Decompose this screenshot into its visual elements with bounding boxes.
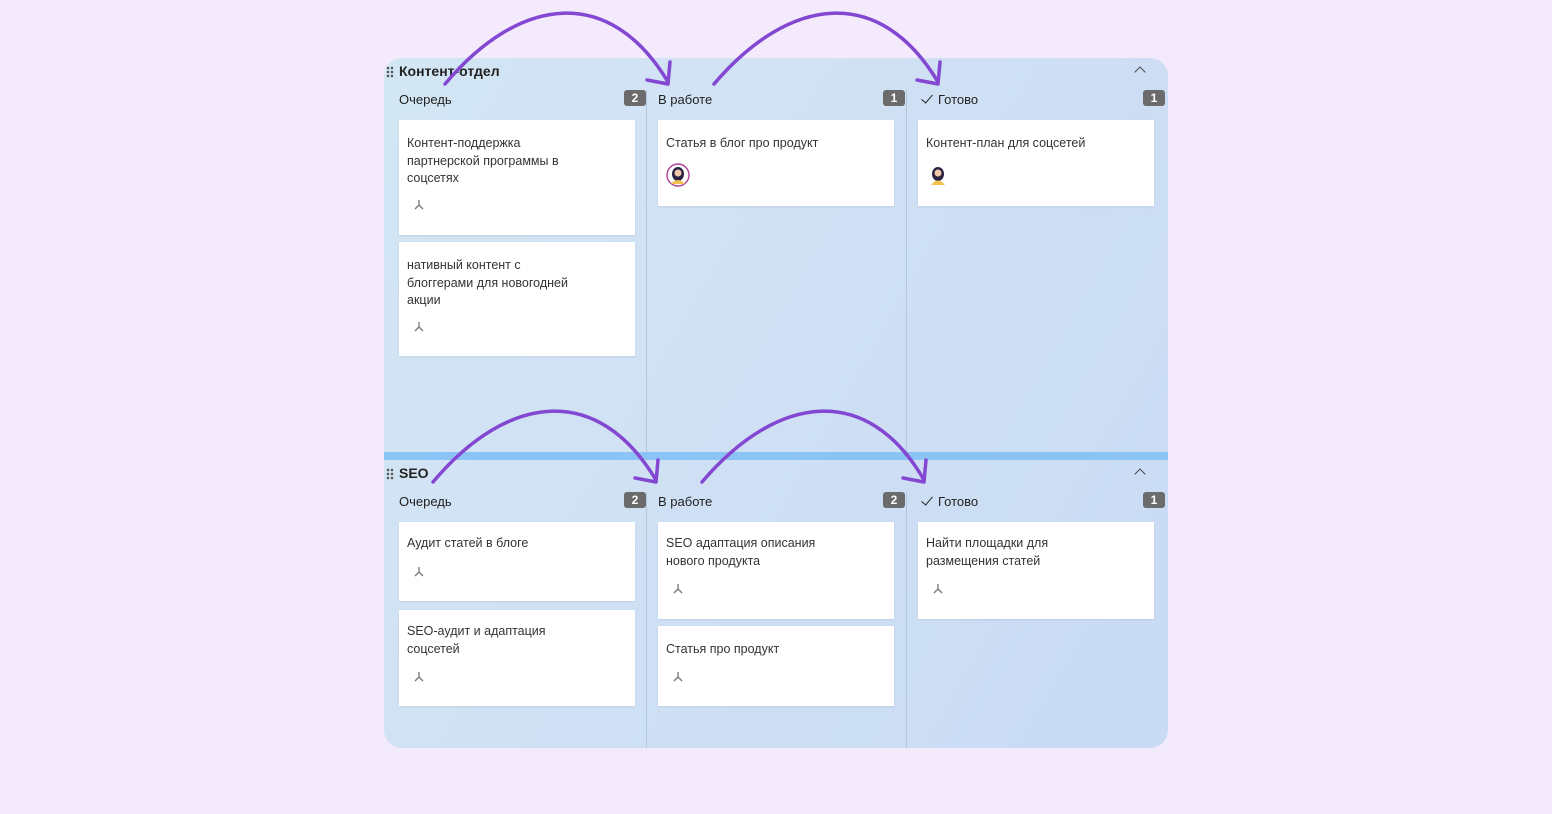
task-title: SEO адаптация описания нового продукта: [666, 536, 816, 568]
count-badge: 1: [1143, 90, 1165, 106]
task-card[interactable]: SEO-аудит и адаптация соцсетей: [399, 610, 635, 706]
column-title: Очередь: [399, 494, 452, 509]
swimlane-header[interactable]: SEO: [384, 460, 1168, 486]
chevron-up-icon[interactable]: [1134, 468, 1146, 480]
task-card[interactable]: нативный контент с блоггерами для нового…: [399, 242, 635, 356]
drag-handle-icon[interactable]: [386, 468, 394, 480]
swimlane-title: SEO: [399, 465, 429, 481]
subtasks-icon: [933, 584, 943, 594]
column-in-progress: В работе 2 SEO адаптация описания нового…: [658, 492, 905, 748]
chevron-up-icon[interactable]: [1134, 66, 1146, 78]
column-title: Готово: [938, 494, 979, 509]
task-title: SEO-аудит и адаптация соцсетей: [407, 624, 546, 656]
kanban-board: Контент-отдел Очередь 2 Контент-поддержк…: [384, 58, 1168, 748]
task-card[interactable]: Аудит статей в блоге: [399, 522, 635, 601]
task-title: Аудит статей в блоге: [407, 536, 529, 550]
column-divider: [646, 492, 647, 748]
subtasks-icon: [414, 567, 424, 577]
task-card[interactable]: Статья в блог про продукт: [658, 120, 894, 206]
count-badge: 1: [1143, 492, 1165, 508]
task-card[interactable]: Статья про продукт: [658, 626, 894, 706]
task-title: Статья в блог про продукт: [666, 136, 819, 150]
column-in-progress: В работе 1 Статья в блог про продукт: [658, 90, 905, 452]
drag-handle-icon[interactable]: [386, 66, 394, 78]
column-header: Очередь 2: [399, 90, 646, 112]
swimlane-divider: [384, 452, 1168, 460]
task-card[interactable]: SEO адаптация описания нового продукта: [658, 522, 894, 619]
avatar[interactable]: [926, 163, 950, 187]
count-badge: 1: [883, 90, 905, 106]
column-title: Готово: [938, 92, 979, 107]
task-title: Найти площадки для размещения статей: [926, 536, 1049, 568]
column-header: Очередь 2: [399, 492, 646, 514]
count-badge: 2: [624, 492, 646, 508]
column-divider: [646, 90, 647, 452]
column-queue: Очередь 2 Аудит статей в блоге SEO-аудит…: [399, 492, 646, 748]
check-icon: [921, 493, 933, 506]
column-title: Очередь: [399, 92, 452, 107]
column-header: Готово 1: [918, 90, 1165, 112]
swimlane-header[interactable]: Контент-отдел: [384, 58, 1168, 84]
task-title: Статья про продукт: [666, 642, 780, 656]
swimlane-title: Контент-отдел: [399, 63, 500, 79]
task-card[interactable]: Контент-поддержка партнерской программы …: [399, 120, 635, 235]
column-done: Готово 1 Контент-план для соцсетей: [918, 90, 1165, 452]
column-header: В работе 2: [658, 492, 905, 514]
swimlane-seo: SEO Очередь 2 Аудит статей в блоге SEO-а…: [384, 460, 1168, 748]
task-title: Контент-поддержка партнерской программы …: [407, 136, 559, 185]
subtasks-icon: [673, 672, 683, 682]
task-title: нативный контент с блоггерами для нового…: [407, 258, 568, 307]
task-card[interactable]: Контент-план для соцсетей: [918, 120, 1154, 206]
subtasks-icon: [414, 322, 424, 332]
column-title: В работе: [658, 92, 713, 107]
count-badge: 2: [624, 90, 646, 106]
subtasks-icon: [414, 672, 424, 682]
column-header: Готово 1: [918, 492, 1165, 514]
column-queue: Очередь 2 Контент-поддержка партнерской …: [399, 90, 646, 452]
subtasks-icon: [673, 584, 683, 594]
subtasks-icon: [414, 200, 424, 210]
column-divider: [906, 492, 907, 748]
avatar[interactable]: [666, 163, 690, 187]
count-badge: 2: [883, 492, 905, 508]
check-icon: [921, 91, 933, 104]
column-title: В работе: [658, 494, 713, 509]
task-title: Контент-план для соцсетей: [926, 136, 1086, 150]
column-divider: [906, 90, 907, 452]
swimlane-content-department: Контент-отдел Очередь 2 Контент-поддержк…: [384, 58, 1168, 452]
task-card[interactable]: Найти площадки для размещения статей: [918, 522, 1154, 619]
column-done: Готово 1 Найти площадки для размещения с…: [918, 492, 1165, 748]
column-header: В работе 1: [658, 90, 905, 112]
